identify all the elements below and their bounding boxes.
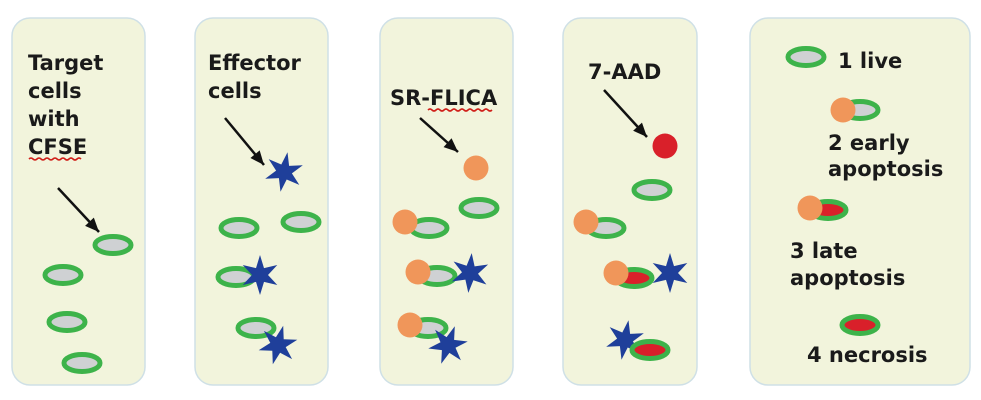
- panel2-label-line1: Effector: [208, 51, 302, 75]
- effector-cell: [265, 152, 303, 192]
- spellcheck-underline: [28, 157, 82, 161]
- target-cell: [42, 264, 84, 286]
- flica-dot: [573, 209, 599, 235]
- aad-dot: [652, 133, 678, 159]
- panel1-label-line4: CFSE: [28, 135, 87, 159]
- panel-5: [749, 17, 971, 386]
- legend-early-line2: apoptosis: [828, 157, 943, 181]
- panel1-label-line2: cells: [28, 79, 82, 103]
- panel-1: [11, 17, 146, 386]
- target-cell: [280, 211, 322, 233]
- arrow-head: [85, 217, 99, 232]
- flica-dot: [392, 209, 418, 235]
- legend-late-line1: 3 late: [790, 239, 858, 263]
- flica-dot: [463, 155, 489, 181]
- arrow-head: [250, 150, 264, 165]
- flica-dot: [603, 260, 629, 286]
- target-cell: [46, 311, 88, 333]
- flica-dot: [405, 259, 431, 285]
- necrotic-cell: [839, 314, 881, 336]
- target-cell: [92, 234, 134, 256]
- arrow-head: [633, 122, 647, 137]
- target-cell: [218, 217, 260, 239]
- spellcheck-underline: [427, 108, 493, 112]
- legend-live: 1 live: [838, 49, 902, 73]
- flica-dot: [397, 312, 423, 338]
- effector-cell: [428, 326, 468, 364]
- legend-early-line1: 2 early: [828, 131, 910, 155]
- effector-cell: [258, 325, 298, 365]
- necrotic-cell: [629, 339, 671, 361]
- effector-cell: [242, 255, 278, 295]
- panel1-label-line3: with: [28, 107, 80, 131]
- effector-cell: [451, 253, 489, 293]
- legend-necrosis: 4 necrosis: [807, 343, 928, 367]
- panel-4: [562, 17, 698, 386]
- legend-late-line2: apoptosis: [790, 266, 905, 290]
- panel-2: [194, 17, 329, 386]
- panel2-label-line2: cells: [208, 79, 262, 103]
- panel1-label-line1: Target: [28, 51, 103, 75]
- flica-dot: [797, 195, 823, 221]
- panel3-label-prefix: SR-: [390, 86, 430, 110]
- panel3-label-flica: FLICA: [430, 86, 498, 110]
- arrow-head: [443, 138, 458, 152]
- target-cell: [631, 179, 673, 201]
- flica-dot: [830, 97, 856, 123]
- target-cell: [458, 197, 500, 219]
- target-cell: [785, 46, 827, 68]
- target-cell: [61, 352, 103, 374]
- panel3-label: SR-FLICA: [390, 86, 498, 110]
- panel4-label: 7-AAD: [588, 60, 661, 84]
- effector-cell: [652, 253, 688, 293]
